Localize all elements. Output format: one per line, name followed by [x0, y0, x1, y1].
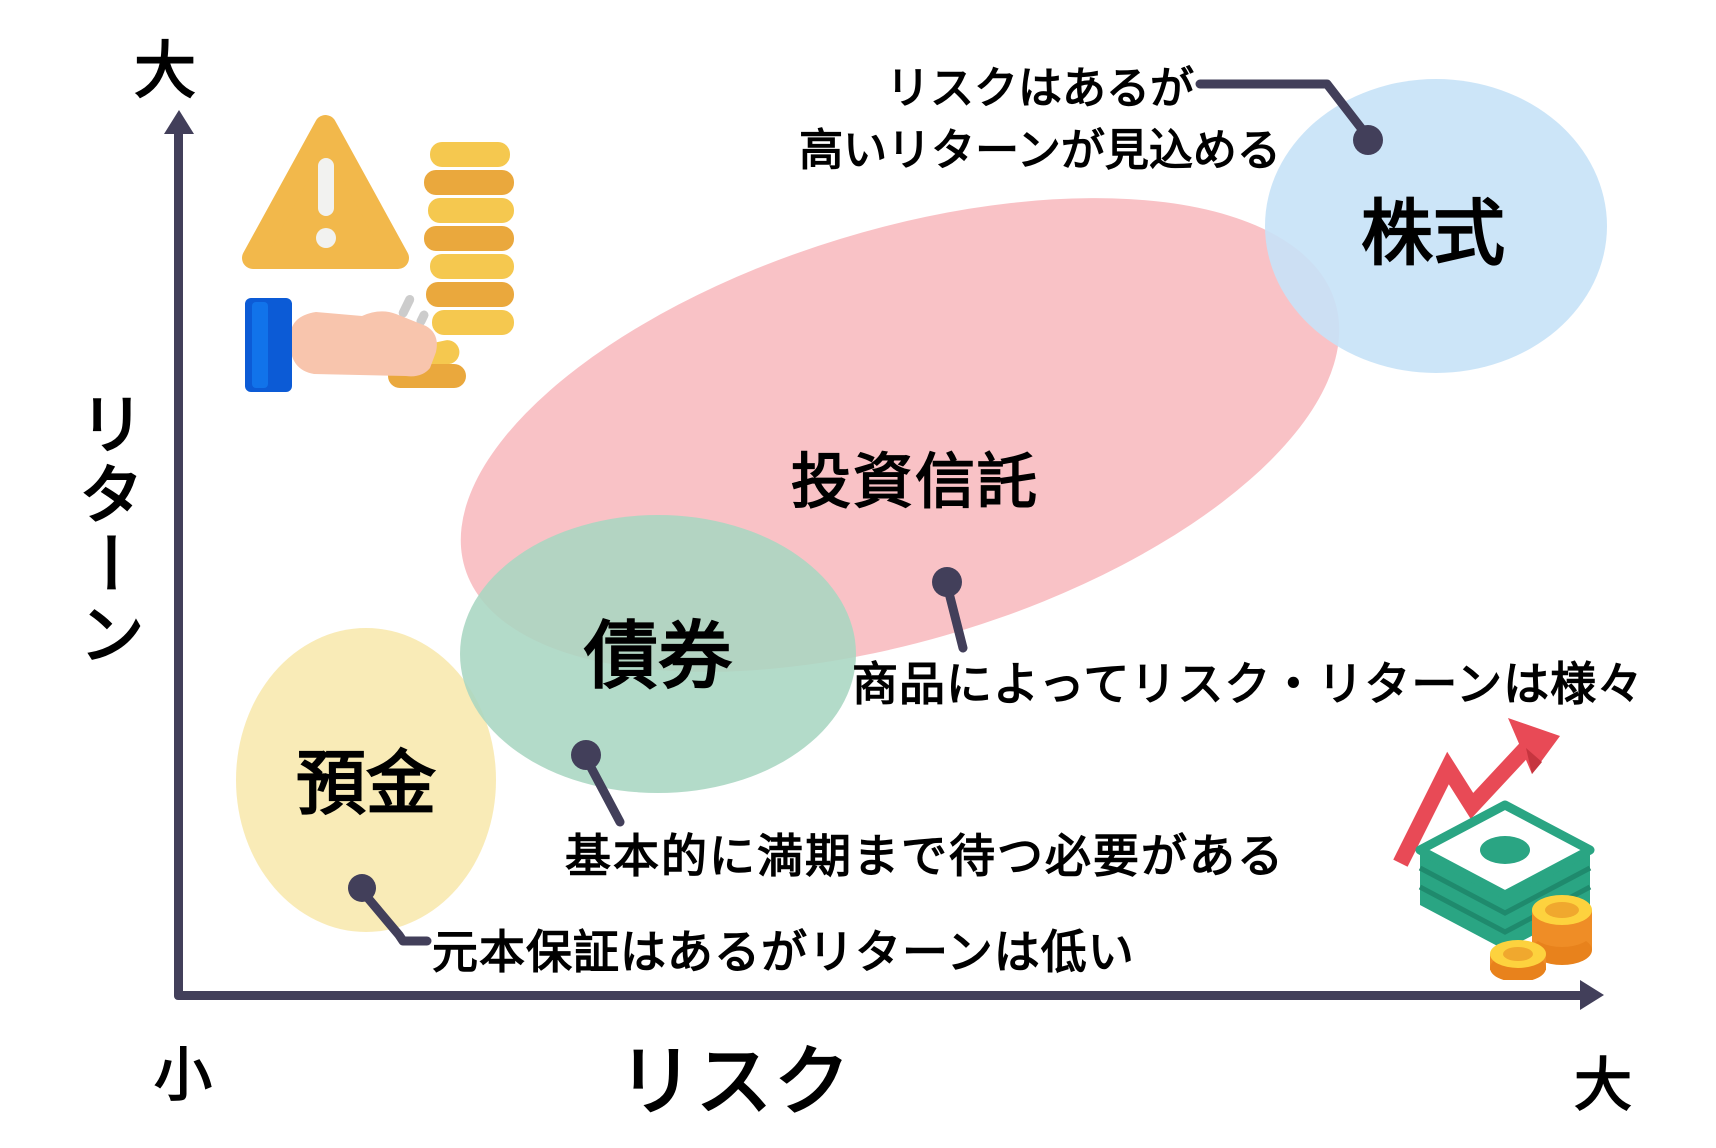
annotation-deposit: 元本保証はあるがリターンは低い: [432, 927, 1135, 978]
coin-stack-front: [1490, 940, 1546, 980]
label-stock: 株式: [1360, 194, 1506, 275]
label-bond: 債券: [584, 616, 732, 699]
annotation-stock-line1: リスクはあるが: [886, 64, 1194, 113]
coin-stack: [424, 142, 514, 335]
y-axis-max-label: 大: [133, 38, 197, 106]
ellipse-bond: [460, 515, 856, 793]
label-deposit: 預金: [296, 746, 436, 824]
warning-hand-coins-icon: [242, 115, 514, 392]
x-axis-min-label: 小: [153, 1043, 213, 1108]
x-axis-max-label: 大: [1573, 1053, 1633, 1118]
annotation-bond: 基本的に満期まで待つ必要がある: [565, 831, 1285, 882]
y-axis-arrowhead: [164, 110, 194, 134]
y-axis-line: [174, 130, 183, 999]
money-growth-icon: [1393, 718, 1595, 980]
annotation-stock-line2: 高いリターンが見込める: [799, 126, 1281, 175]
sparkle-marks: [398, 294, 429, 326]
x-axis-title: リスク: [618, 1041, 852, 1125]
annotation-investment-trust: 商品によってリスク・リターンは様々: [852, 659, 1645, 710]
growth-arrow-shade: [1526, 748, 1542, 774]
y-axis-title: リターン: [69, 390, 142, 670]
x-axis-arrowhead: [1580, 980, 1604, 1010]
growth-arrow-line: [1393, 736, 1538, 867]
label-investment-trust: 投資信託: [791, 449, 1039, 516]
hand: [289, 311, 437, 377]
annotation-stock: リスクはあるが 高いリターンが見込める: [799, 58, 1281, 182]
x-axis-line: [174, 991, 1586, 1000]
sleeve-highlight: [252, 302, 268, 388]
growth-arrow-head: [1508, 718, 1560, 774]
warning-exclamation-dot: [316, 228, 336, 248]
warning-exclamation-bar: [318, 158, 334, 216]
coin-stack-right: [1532, 895, 1592, 965]
